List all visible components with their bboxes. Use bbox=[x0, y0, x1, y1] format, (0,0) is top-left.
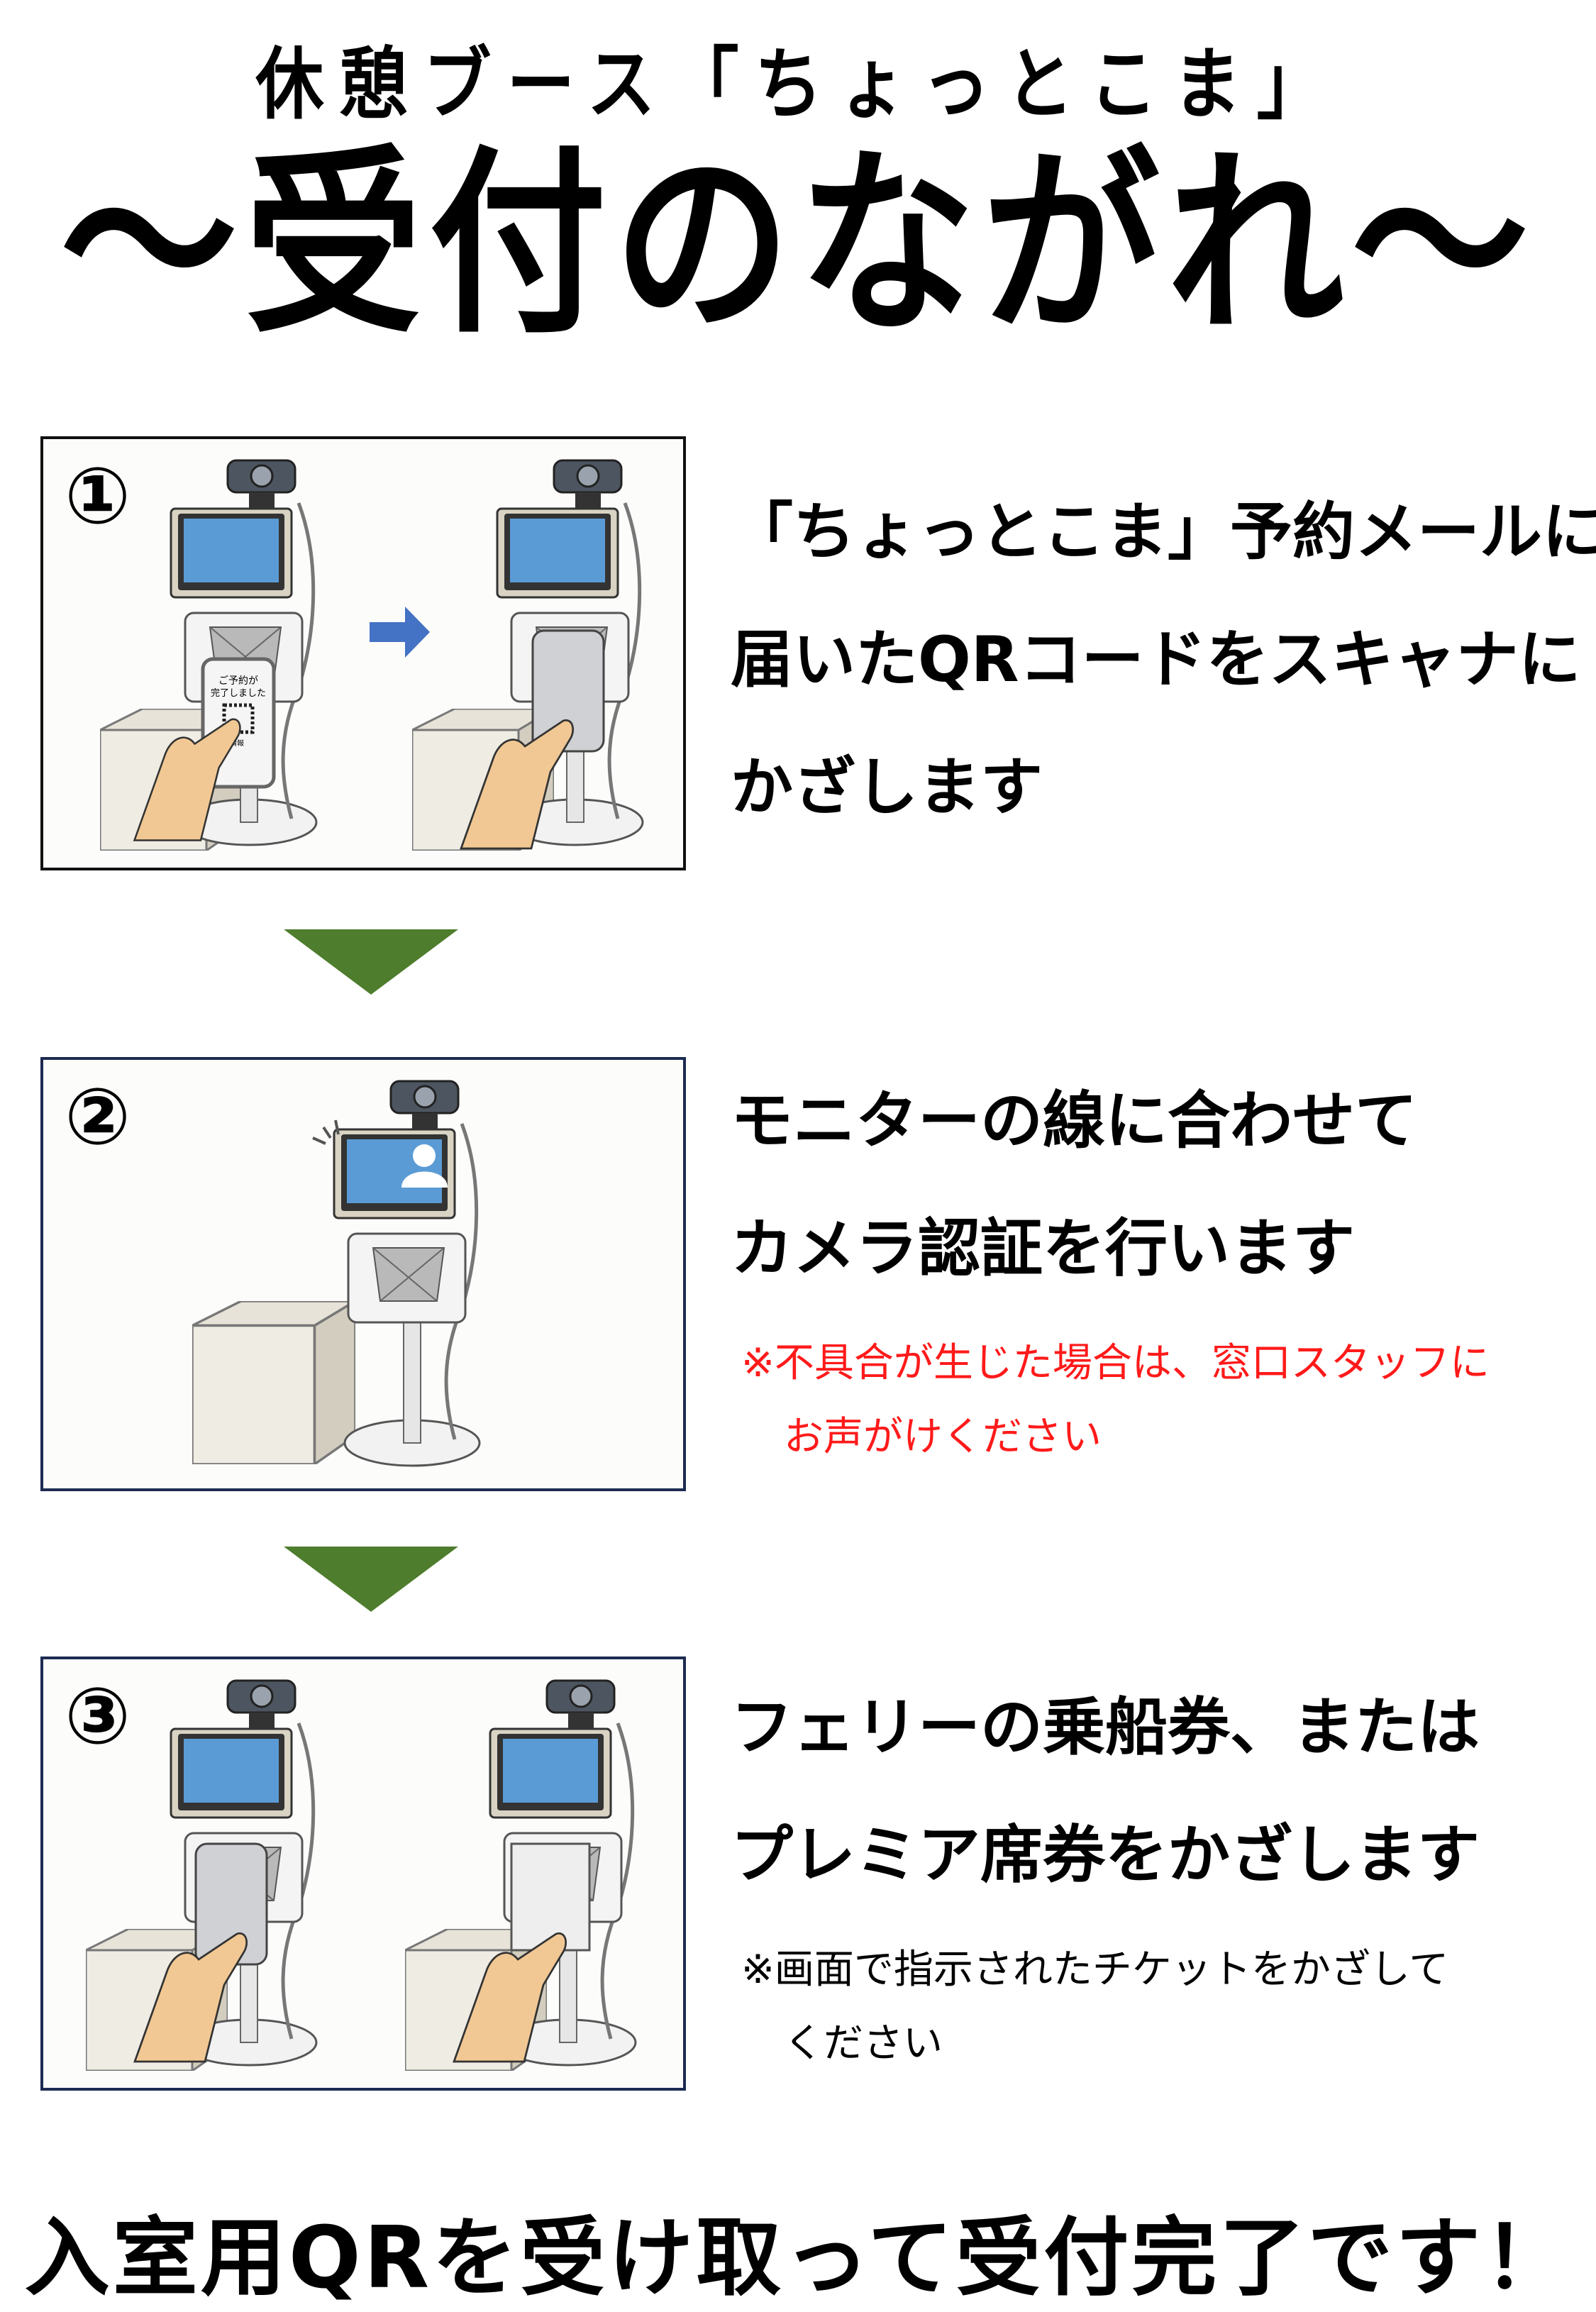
down-arrow-icon bbox=[284, 929, 458, 995]
phone-text-line2: 完了しました bbox=[211, 688, 266, 699]
step3-illustration: ③ bbox=[40, 1656, 686, 2091]
down-arrow-icon bbox=[284, 1547, 458, 1612]
alert-lines-icon bbox=[312, 1119, 340, 1145]
kiosk-scan-illustration: ご予約が 完了しました お客様情報 bbox=[100, 439, 686, 851]
step-number: ① bbox=[65, 450, 131, 541]
step2-note-line2: お声がけください bbox=[784, 1414, 1102, 1460]
step3-note-line2: ください bbox=[784, 2020, 943, 2067]
step2-note-line1: ※不具合が生じた場合は、窓口スタッフに bbox=[741, 1340, 1490, 1386]
page-title: ～受付のながれ～ bbox=[60, 128, 1536, 360]
phone-text-line1: ご予約が bbox=[218, 675, 258, 687]
subtitle: 休憩ブース「ちょっとこま」 bbox=[255, 38, 1341, 131]
ticket-icon bbox=[510, 1842, 591, 1952]
step1-illustration: ご予約が 完了しました お客様情報 ① bbox=[40, 436, 686, 870]
step-number: ② bbox=[65, 1071, 131, 1162]
step3-line1: フェリーの乗船券、または bbox=[731, 1691, 1480, 1764]
step1-line3: かざします bbox=[731, 751, 1043, 824]
step1-line1: 「ちょっとこま」予約メールに bbox=[731, 495, 1596, 568]
step3-text: フェリーの乗船券、または プレミア席券をかざします bbox=[731, 1664, 1480, 1919]
step2-line1: モニターの線に合わせて bbox=[731, 1084, 1418, 1157]
step1-line2: 届いたQRコードをスキャナに bbox=[731, 623, 1581, 696]
step3-note-line1: ※画面で指示されたチケットをかざして bbox=[741, 1947, 1449, 1993]
step3-line2: プレミア席券をかざします bbox=[731, 1818, 1480, 1891]
step2-text: モニターの線に合わせて カメラ認証を行います bbox=[731, 1057, 1417, 1312]
right-arrow-icon bbox=[370, 607, 430, 658]
person-silhouette-icon bbox=[401, 1171, 448, 1188]
completion-message: 入室用QRを受け取って受付完了です！ bbox=[24, 2209, 1572, 2308]
step-number: ③ bbox=[65, 1671, 131, 1761]
phone-back-icon bbox=[531, 629, 605, 753]
step3-note: ※画面で指示されたチケットをかざして ください bbox=[741, 1933, 1448, 2081]
step2-line2: カメラ認証を行います bbox=[731, 1212, 1356, 1285]
camera-auth-illustration bbox=[192, 1060, 686, 1491]
step2-note: ※不具合が生じた場合は、窓口スタッフに お声がけください bbox=[741, 1327, 1490, 1474]
ticket-scan-illustration bbox=[86, 1659, 686, 2071]
step2-illustration: ② bbox=[40, 1057, 686, 1491]
step1-text: 「ちょっとこま」予約メールに 届いたQRコードをスキャナに かざします bbox=[731, 468, 1596, 851]
